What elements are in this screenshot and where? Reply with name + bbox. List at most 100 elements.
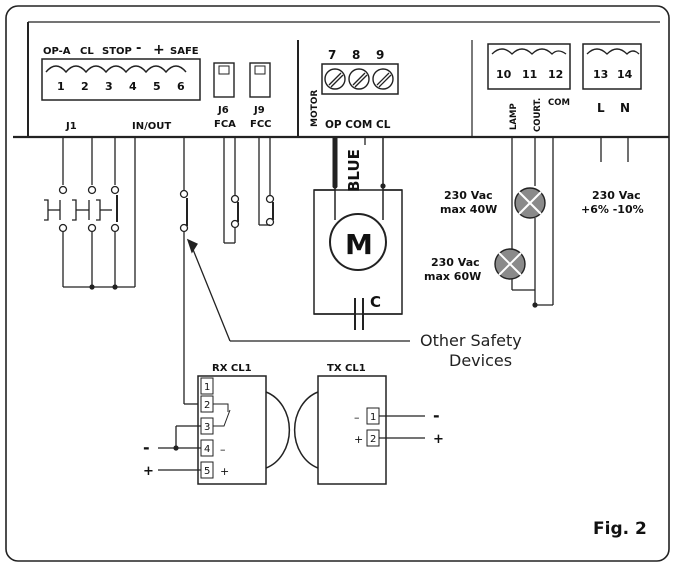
rx-pin-box-1 bbox=[200, 377, 214, 395]
limit-switches bbox=[223, 137, 275, 244]
contact-2-bot bbox=[87, 223, 97, 233]
pointer-diagonal bbox=[191, 246, 231, 342]
contact-1-top bbox=[58, 185, 68, 195]
tx-external-wiring bbox=[379, 415, 425, 439]
j1-wiring bbox=[44, 137, 199, 405]
j1-label-opa: OP-A bbox=[43, 46, 71, 57]
capacitor-letter: C bbox=[370, 293, 381, 311]
rx-pin-2: 2 bbox=[204, 400, 210, 411]
j1-pin-5: 5 bbox=[153, 80, 161, 93]
rx-pin-5: 5 bbox=[204, 466, 210, 477]
connector-j1: OP-A CL STOP - + SAFE 1 2 3 4 5 6 J1 IN/… bbox=[41, 41, 201, 132]
fca-contact-bot bbox=[230, 219, 240, 229]
motor-side-label: MOTOR bbox=[310, 90, 320, 127]
rx-dot bbox=[173, 445, 179, 451]
safety-pointer bbox=[186, 238, 410, 342]
j1-pin-4: 4 bbox=[129, 80, 137, 93]
j1-label-plus: + bbox=[153, 42, 165, 58]
rx-plus-mark: + bbox=[220, 465, 229, 478]
contact-2-top bbox=[87, 185, 97, 195]
j9-name: FCC bbox=[250, 119, 272, 130]
j6-name: FCA bbox=[214, 119, 236, 130]
j1-label-safe: SAFE bbox=[170, 46, 199, 57]
j9-housing bbox=[249, 62, 271, 98]
power-rating-line2: +6% -10% bbox=[581, 203, 644, 216]
contact-1-bot bbox=[58, 223, 68, 233]
power-label-n: N bbox=[620, 101, 630, 115]
fcc-contact-top bbox=[265, 194, 275, 204]
tx-cl1: TX CL1 1 2 – + bbox=[293, 363, 387, 485]
j1-name: J1 bbox=[65, 121, 77, 132]
other-safety-line2: Devices bbox=[449, 351, 512, 370]
lamp-2-rating-line1: 230 Vac bbox=[431, 256, 480, 269]
rx-pin-1: 1 bbox=[204, 382, 210, 393]
j9-cap bbox=[254, 65, 266, 75]
motor-circle bbox=[329, 213, 387, 271]
lamp-pin-10: 10 bbox=[496, 68, 512, 81]
tx-body bbox=[317, 375, 387, 485]
motor-dot-r bbox=[380, 183, 386, 189]
lamp-1 bbox=[514, 187, 546, 219]
rx-cl1: RX CL1 1 2 3 4 5 – + bbox=[197, 363, 291, 485]
lamp-2 bbox=[494, 248, 526, 280]
screw-slot-8a bbox=[352, 72, 366, 86]
rx-lens bbox=[265, 391, 291, 469]
j6-code: J6 bbox=[217, 105, 229, 116]
rx-minus-mark: – bbox=[220, 443, 226, 456]
j1-subtitle: IN/OUT bbox=[132, 121, 171, 132]
j1-label-stop: STOP bbox=[102, 46, 132, 57]
screw-slot-9b bbox=[378, 74, 392, 88]
j1-pin-1: 1 bbox=[57, 80, 65, 93]
power-rating-line1: 230 Vac bbox=[592, 189, 641, 202]
j1-pin-2: 2 bbox=[81, 80, 89, 93]
screw-slot-7b bbox=[330, 74, 344, 88]
lamp-pin-11: 11 bbox=[522, 68, 537, 81]
lamp-1-rating-line2: max 40W bbox=[440, 203, 497, 216]
motor-wiring bbox=[313, 137, 403, 330]
lamp-pin-12: 12 bbox=[548, 68, 563, 81]
motor-bottom-label: OP COM CL bbox=[325, 119, 391, 131]
outer-frame bbox=[5, 5, 670, 562]
j1-label-cl: CL bbox=[80, 46, 94, 57]
courtesy-label: COURT. bbox=[533, 98, 543, 132]
power-pin-14: 14 bbox=[617, 68, 633, 81]
tx-lens bbox=[293, 391, 319, 469]
button-2 bbox=[72, 199, 77, 221]
rx-supply-minus: - bbox=[143, 438, 150, 457]
jumper-j9: J9 FCC bbox=[249, 62, 272, 130]
j6-cap bbox=[218, 65, 230, 75]
tx-supply-plus: + bbox=[433, 432, 444, 447]
tx-supply-minus: - bbox=[433, 406, 440, 425]
rx-supply-plus: + bbox=[143, 464, 154, 479]
j1-screw-row bbox=[45, 65, 187, 74]
other-safety-line1: Other Safety bbox=[420, 331, 522, 350]
lamp-label: LAMP bbox=[509, 103, 519, 130]
motor-letter: M bbox=[345, 228, 373, 261]
power-wiring bbox=[600, 137, 629, 162]
lamp-1-x2 bbox=[518, 191, 542, 215]
motor-terminal: 7 8 9 MOTOR OP COM CL bbox=[310, 48, 399, 131]
motor-pin-9: 9 bbox=[376, 48, 384, 62]
lamp-2-rating-line2: max 60W bbox=[424, 270, 481, 283]
j1-pin-6: 6 bbox=[177, 80, 185, 93]
rx-pin-3: 3 bbox=[204, 422, 210, 433]
screw-slot-8b bbox=[354, 74, 368, 88]
button-1 bbox=[44, 199, 49, 221]
rx-pin-4: 4 bbox=[204, 444, 210, 455]
power-pin-13: 13 bbox=[593, 68, 608, 81]
bus-dots bbox=[89, 284, 118, 290]
lamp-dot bbox=[532, 302, 538, 308]
contact-3-top bbox=[110, 185, 120, 195]
j1-label-minus: - bbox=[136, 41, 141, 56]
lamp-1-rating-line1: 230 Vac bbox=[444, 189, 493, 202]
lamp-wiring bbox=[511, 137, 554, 306]
fca-contact-top bbox=[230, 194, 240, 204]
jumper-j6: J6 FCA bbox=[213, 62, 236, 130]
contact-6-bot bbox=[179, 223, 189, 233]
power-terminal: 13 14 L N bbox=[582, 43, 642, 115]
figure-label: Fig. 2 bbox=[593, 519, 647, 539]
button-3 bbox=[96, 199, 101, 221]
j9-code: J9 bbox=[253, 105, 265, 116]
lamp-2-x2 bbox=[498, 252, 522, 276]
power-screw-row bbox=[586, 48, 640, 55]
